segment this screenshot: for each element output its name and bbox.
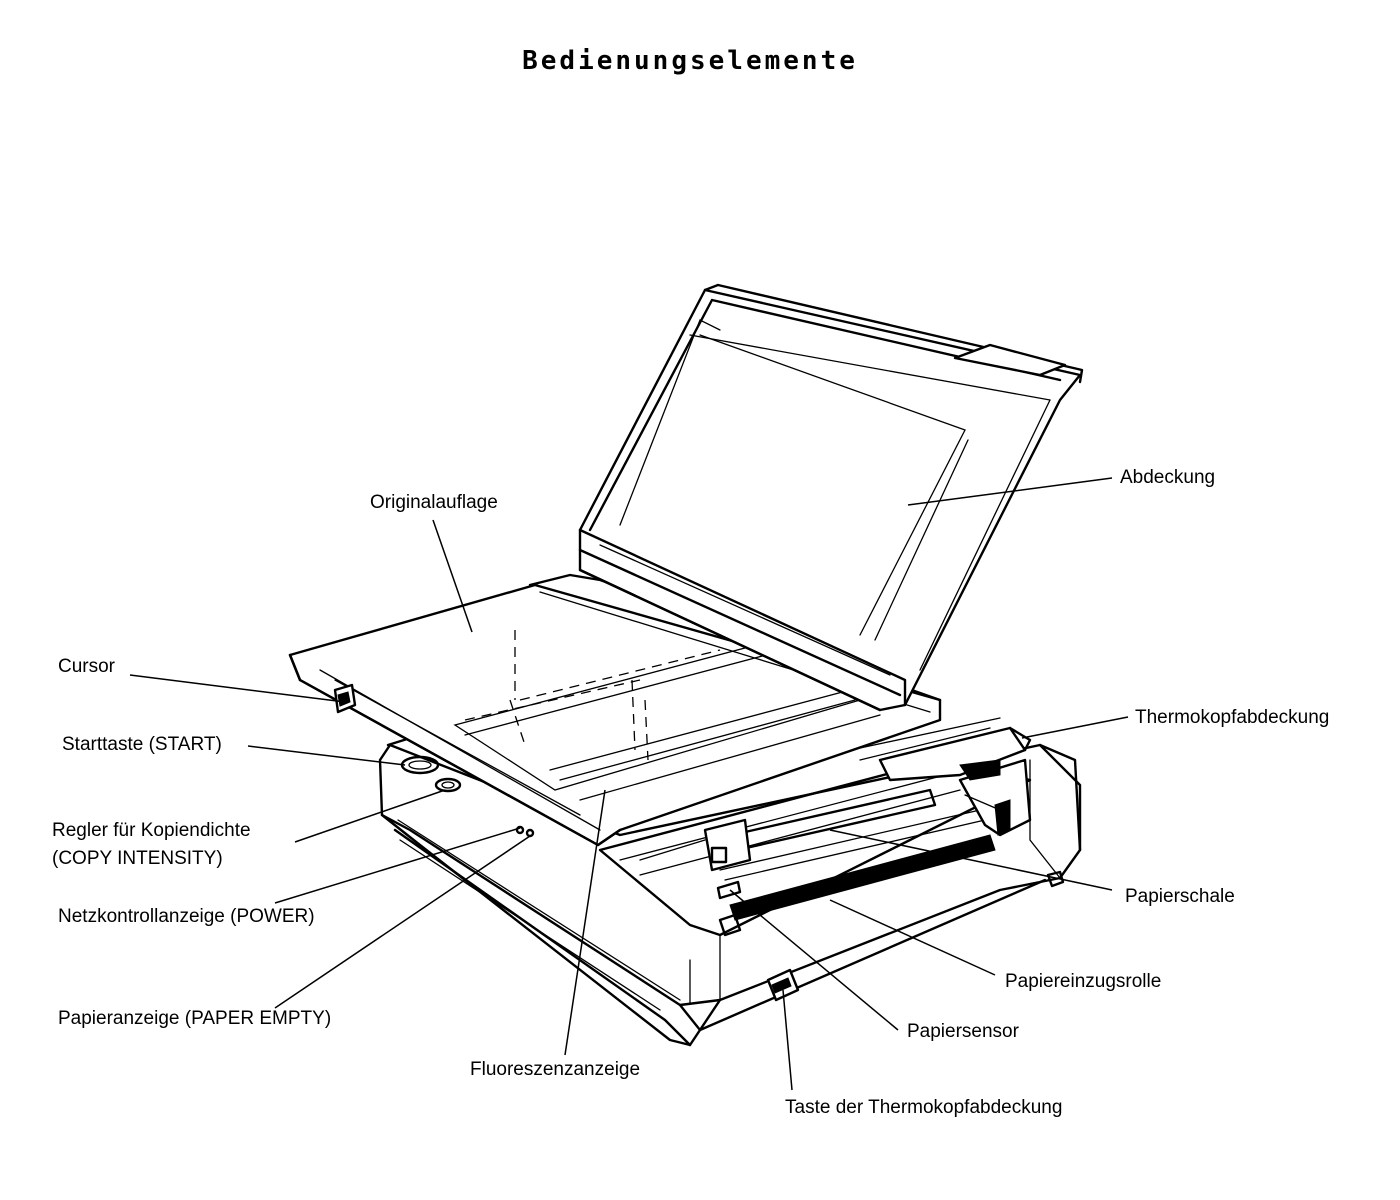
leader-fluoreszenz bbox=[564, 789, 606, 1056]
label-netzkontrollanzeige: Netzkontrollanzeige (POWER) bbox=[58, 906, 315, 927]
leader-regler bbox=[294, 789, 446, 843]
label-originalauflage: Originalauflage bbox=[370, 492, 498, 513]
leader-lines bbox=[129, 477, 1129, 1091]
label-fluoreszenzanzeige: Fluoreszenzanzeige bbox=[470, 1059, 641, 1080]
leader-originalauflage bbox=[432, 519, 473, 633]
label-papieranzeige: Papieranzeige (PAPER EMPTY) bbox=[58, 1008, 332, 1029]
leader-abdeckung bbox=[907, 477, 1113, 506]
leader-thermokopf bbox=[1021, 716, 1129, 739]
label-cursor: Cursor bbox=[58, 656, 116, 677]
leader-taste bbox=[782, 989, 793, 1091]
label-thermokopfabdeckung: Thermokopfabdeckung bbox=[1135, 707, 1330, 728]
leader-papierschale bbox=[829, 829, 1113, 891]
leader-papiersensor bbox=[729, 889, 899, 1031]
label-starttaste: Starttaste (START) bbox=[62, 734, 222, 755]
page-title: Bedienungselemente bbox=[522, 46, 858, 76]
lid-cover bbox=[578, 283, 1084, 712]
leader-papieranzeige bbox=[274, 835, 531, 1009]
label-taste-thermokopfabdeckung: Taste der Thermokopfabdeckung bbox=[785, 1097, 1063, 1118]
leader-netzkontroll bbox=[274, 827, 521, 904]
label-regler-line1: Regler für Kopiendichte bbox=[52, 820, 251, 841]
label-papiersensor: Papiersensor bbox=[907, 1021, 1019, 1042]
label-papiereinzugsrolle: Papiereinzugsrolle bbox=[1005, 971, 1162, 992]
label-abdeckung: Abdeckung bbox=[1120, 467, 1216, 488]
leader-papiereinzugsrolle bbox=[829, 899, 996, 976]
leader-starttaste bbox=[247, 745, 406, 766]
label-papierschale: Papierschale bbox=[1125, 886, 1235, 907]
paper-compartment bbox=[598, 717, 1032, 937]
label-regler-line2: (COPY INTENSITY) bbox=[52, 848, 223, 869]
leader-cursor bbox=[129, 674, 346, 703]
